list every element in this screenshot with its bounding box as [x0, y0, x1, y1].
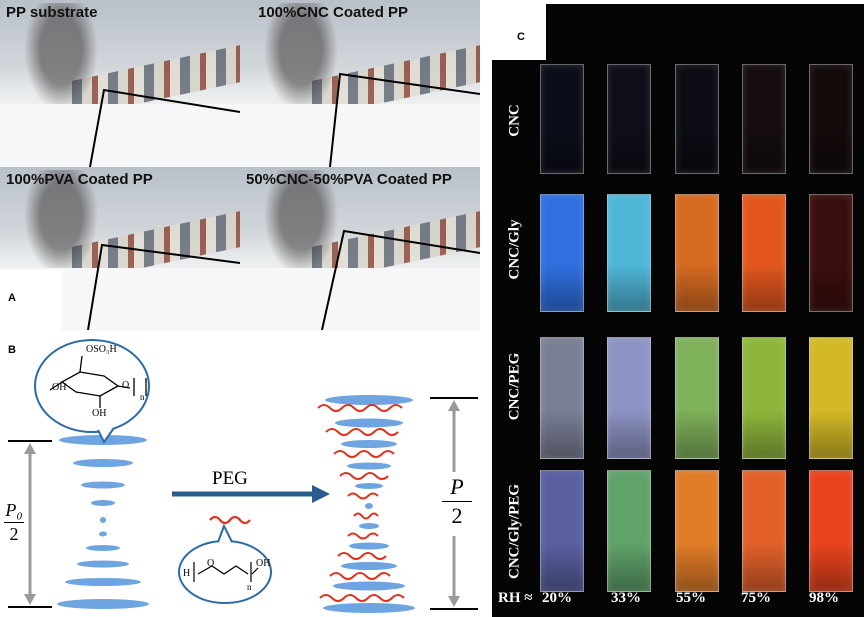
film-sample	[675, 64, 719, 174]
panel-c: C CNC CNC/Gly CNC/PEG CNC/Gly/PEG RH ≈ 2…	[492, 4, 864, 617]
film-sample	[607, 194, 651, 312]
black-frame-lines	[87, 243, 240, 330]
panel-c-letter: C	[517, 31, 525, 43]
repeat-n-label: n	[140, 392, 145, 402]
peg-n-label: n	[247, 582, 252, 592]
rh-value-20: 20%	[542, 590, 572, 606]
helix-stack-left	[57, 435, 149, 609]
rh-value-75: 75%	[741, 590, 771, 606]
black-frame-lines	[329, 72, 480, 167]
black-frame-lines	[321, 229, 480, 330]
film-sample	[809, 194, 853, 312]
panel-c-letter-box: C	[492, 4, 546, 60]
pitch-left-denominator: 2	[9, 524, 19, 544]
photo-cnc-coated: 100%CNC Coated PP	[240, 0, 480, 167]
peg-oh-label: OH	[256, 558, 271, 569]
film-sample	[607, 470, 651, 592]
pitch-right-fraction: P 2	[440, 474, 474, 529]
peg-o-label: O	[207, 558, 215, 569]
photo-pp-substrate: PP substrate	[0, 0, 240, 167]
film-sample	[675, 337, 719, 459]
film-sample	[607, 337, 651, 459]
rh-value-33: 33%	[611, 590, 641, 606]
film-sample	[809, 470, 853, 592]
peg-chain	[209, 515, 251, 525]
black-frame-lines	[89, 88, 240, 167]
peg-arrow-label: PEG	[212, 468, 248, 489]
ring-oxygen-label: O	[122, 380, 130, 391]
film-sample	[742, 64, 786, 174]
rh-prefix: RH ≈	[498, 590, 533, 606]
pitch-right-denominator: 2	[451, 503, 463, 528]
photo-label: PP substrate	[6, 4, 98, 21]
film-sample	[540, 470, 584, 592]
film-sample	[742, 194, 786, 312]
row-label-cnc-gly-peg: CNC/Gly/PEG	[506, 484, 523, 580]
row-label-cnc: CNC	[506, 104, 523, 137]
peg-bubble	[178, 540, 272, 604]
pitch-right-numerator: P	[450, 474, 464, 499]
film-sample	[540, 64, 584, 174]
film-sample	[809, 64, 853, 174]
rh-value-55: 55%	[676, 590, 706, 606]
film-sample	[742, 337, 786, 459]
peg-h-label: H	[183, 568, 191, 579]
photo-label: 50%CNC-50%PVA Coated PP	[246, 171, 452, 188]
cholesteric-diagram	[2, 339, 478, 613]
panel-b-letter: B	[8, 344, 16, 356]
panel-a-letter: A	[8, 292, 16, 304]
peg-structure	[193, 562, 259, 582]
row-label-cnc-gly: CNC/Gly	[506, 219, 523, 280]
pitch-left-fraction: P₀ 2	[2, 500, 26, 545]
photo-cnc-pva-coated: 50%CNC-50%PVA Coated PP	[240, 167, 480, 330]
helix-stack-right	[323, 395, 415, 613]
peg-chains-right	[317, 404, 405, 602]
film-sample	[742, 470, 786, 592]
film-sample	[607, 64, 651, 174]
rh-value-98: 98%	[809, 590, 839, 606]
film-sample	[809, 337, 853, 459]
photo-label: 100%PVA Coated PP	[6, 171, 153, 188]
film-sample	[540, 337, 584, 459]
film-sample	[540, 194, 584, 312]
hydroxyl-left-label: OH	[52, 382, 67, 393]
film-sample	[675, 470, 719, 592]
sulfate-group-label: OSO₃H	[86, 344, 117, 355]
photo-label: 100%CNC Coated PP	[258, 4, 409, 21]
pitch-left-numerator: P₀	[5, 500, 23, 520]
hydroxyl-bottom-label: OH	[92, 408, 107, 419]
film-sample	[675, 194, 719, 312]
glucose-ring	[49, 355, 147, 408]
glucose-bubble	[34, 339, 150, 433]
row-label-cnc-peg: CNC/PEG	[506, 352, 523, 421]
panel-a-letter-box: A	[0, 270, 62, 330]
